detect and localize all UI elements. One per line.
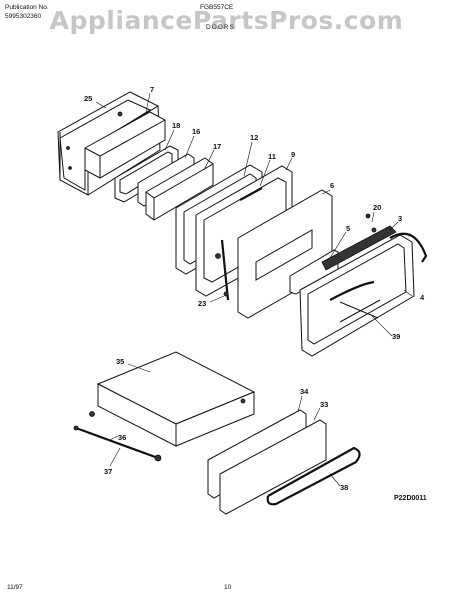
callout-11: 11 [268, 152, 276, 161]
page-number: 10 [224, 584, 232, 591]
footer-date: 11/97 [7, 584, 23, 591]
part-37-slide-rail [73, 425, 162, 462]
callout-18: 18 [172, 121, 180, 130]
callout-6: 6 [330, 181, 334, 190]
callout-3: 3 [398, 214, 402, 223]
part-33-drawer-panel [219, 419, 327, 515]
section-title: DOORS [206, 24, 235, 31]
callout-35: 35 [116, 357, 124, 366]
diagram-id: P22D0011 [394, 495, 427, 502]
callout-4: 4 [420, 293, 425, 302]
callout-5: 5 [346, 224, 350, 233]
part-17-insulation [145, 157, 214, 221]
callout-16: 16 [192, 127, 200, 136]
part-38-drawer-handle [266, 446, 361, 506]
callout-37: 37 [104, 467, 112, 476]
leader-lines [95, 92, 413, 487]
callout-33: 33 [320, 400, 328, 409]
model-number: FGB557CE [200, 4, 234, 11]
part-4-door-assembly [299, 213, 428, 357]
callout-23: 23 [198, 299, 206, 308]
callout-7: 7 [150, 85, 154, 94]
callout-25: 25 [84, 94, 92, 103]
callout-34: 34 [300, 387, 309, 396]
callout-36: 36 [118, 433, 126, 442]
publication-label: Publication No. [5, 4, 49, 11]
callout-9: 9 [291, 150, 295, 159]
part-35-drawer [89, 351, 256, 447]
callout-17: 17 [213, 142, 221, 151]
part-7-inner-panel [84, 111, 166, 179]
callout-12: 12 [250, 133, 258, 142]
publication-number: 5995302360 [5, 13, 42, 20]
callout-39-door: 39 [392, 332, 400, 341]
callout-20: 20 [373, 203, 381, 212]
callout-38: 38 [340, 483, 348, 492]
